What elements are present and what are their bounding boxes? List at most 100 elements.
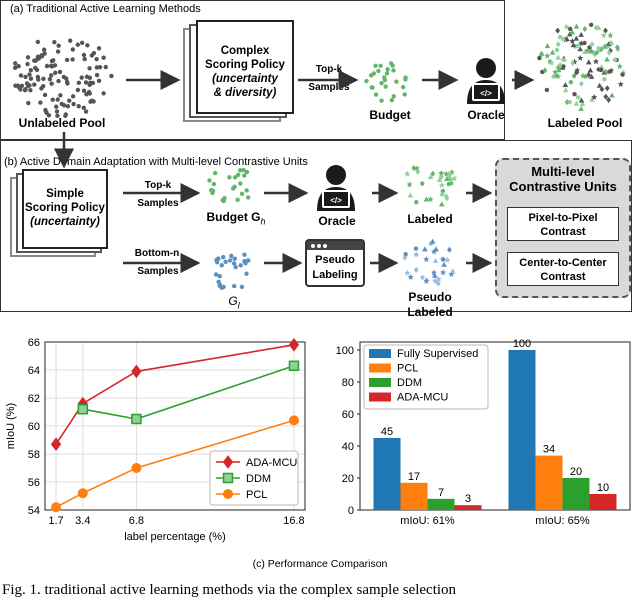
bar-value-label: 7 (438, 487, 444, 499)
cloud-point (574, 67, 581, 74)
cloud-point (216, 279, 221, 285)
panel-a-title: (a) Traditional Active Learning Methods (10, 3, 201, 15)
data-point-ddm (288, 360, 300, 372)
cloud-point (552, 68, 559, 75)
cloud-point (370, 85, 375, 90)
cloud-point (22, 88, 28, 93)
cloud-point (549, 49, 556, 55)
cloud-point (411, 165, 417, 172)
cloud-point (94, 65, 100, 70)
cloud-point (557, 35, 563, 40)
cloud-point (35, 39, 41, 45)
legend-box (363, 344, 489, 410)
bar-ddm (427, 498, 455, 510)
policy-line1: Complex (220, 45, 270, 57)
cloud-point (212, 170, 218, 176)
cloud-point (101, 91, 106, 96)
cloud-point (88, 80, 93, 86)
cloud-point (588, 73, 595, 79)
cloud-point (32, 82, 37, 87)
cloud-point (551, 73, 556, 80)
legend-label: ADA-MCU (397, 392, 448, 404)
cloud-point (588, 48, 595, 54)
cloud-point (406, 181, 413, 188)
cloud-point (606, 97, 612, 104)
cloud-point (49, 81, 54, 86)
bar-value-label: 3 (465, 493, 471, 505)
topk-label-b: Top-k (144, 180, 172, 191)
cloud-point (85, 43, 90, 48)
cloud-point (542, 67, 548, 74)
cloud-point (563, 23, 570, 30)
cloud-point (36, 77, 41, 82)
cloud-point (568, 79, 574, 85)
cloud-point (25, 83, 31, 89)
cloud-point (54, 109, 60, 114)
simple-scoring-policy: Simple Scoring Policy (uncertainty) (22, 169, 108, 249)
cloud-point (443, 193, 449, 200)
cloud-point (242, 173, 247, 178)
oracle-label-b: Oracle (318, 214, 356, 228)
y-axis-label: mIoU (%) (5, 403, 17, 449)
cloud-point (38, 100, 43, 105)
pseudo-labeling-line1: Pseudo (315, 254, 355, 266)
cloud-point (579, 101, 586, 107)
policy-line3: (uncertainty (212, 73, 278, 85)
cloud-point (83, 80, 89, 85)
cloud-point (238, 168, 243, 173)
cloud-point (538, 50, 545, 56)
cloud-point (27, 72, 32, 77)
cloud-point (13, 61, 18, 66)
cloud-point (555, 27, 561, 34)
cloud-point (427, 196, 434, 203)
budget-cloud-b (207, 167, 251, 204)
cloud-point (42, 92, 48, 98)
cloud-point (413, 266, 419, 273)
legend-label: Fully Supervised (397, 348, 478, 360)
cloud-point (562, 87, 569, 93)
cloud-point (569, 37, 576, 44)
data-point-ddm (77, 403, 89, 415)
pseudo-labeling-box: Pseudo Labeling (305, 239, 365, 287)
cloud-point (59, 101, 64, 107)
cloud-point (606, 49, 612, 56)
cloud-point (384, 71, 390, 76)
cloud-point (587, 67, 594, 73)
cloud-point (607, 69, 612, 74)
cloud-point (211, 181, 217, 187)
cloud-point (219, 285, 225, 291)
cloud-point (571, 73, 577, 79)
cloud-point (18, 73, 24, 78)
cloud-point (609, 92, 615, 98)
cloud-point (585, 59, 592, 65)
cloud-point (244, 271, 249, 276)
cloud-point (70, 47, 76, 52)
cloud-point (44, 63, 50, 69)
cloud-point (49, 73, 54, 78)
pseudo-box-titlebar (307, 241, 363, 250)
cloud-point (440, 192, 445, 197)
cloud-point (35, 54, 41, 59)
cloud-point (379, 80, 384, 86)
bar-ada-mcu (454, 505, 482, 510)
labeled-pool-label: Labeled Pool (547, 116, 623, 130)
cloud-point (432, 257, 439, 263)
cloud-point (382, 75, 387, 80)
cloud-point (578, 40, 585, 47)
cloud-point (75, 87, 81, 93)
cloud-point (83, 109, 89, 114)
cloud-point (578, 31, 584, 37)
cloud-point (239, 284, 245, 290)
cloud-point (32, 58, 37, 63)
cloud-point (403, 251, 408, 257)
pseudo-labeled-cloud (402, 238, 456, 286)
plot-frame (359, 341, 631, 511)
diagram-arrows (54, 70, 535, 273)
plot-frame (44, 341, 306, 511)
cloud-point (573, 35, 580, 41)
cloud-point (12, 65, 18, 71)
cloud-point (28, 68, 34, 73)
